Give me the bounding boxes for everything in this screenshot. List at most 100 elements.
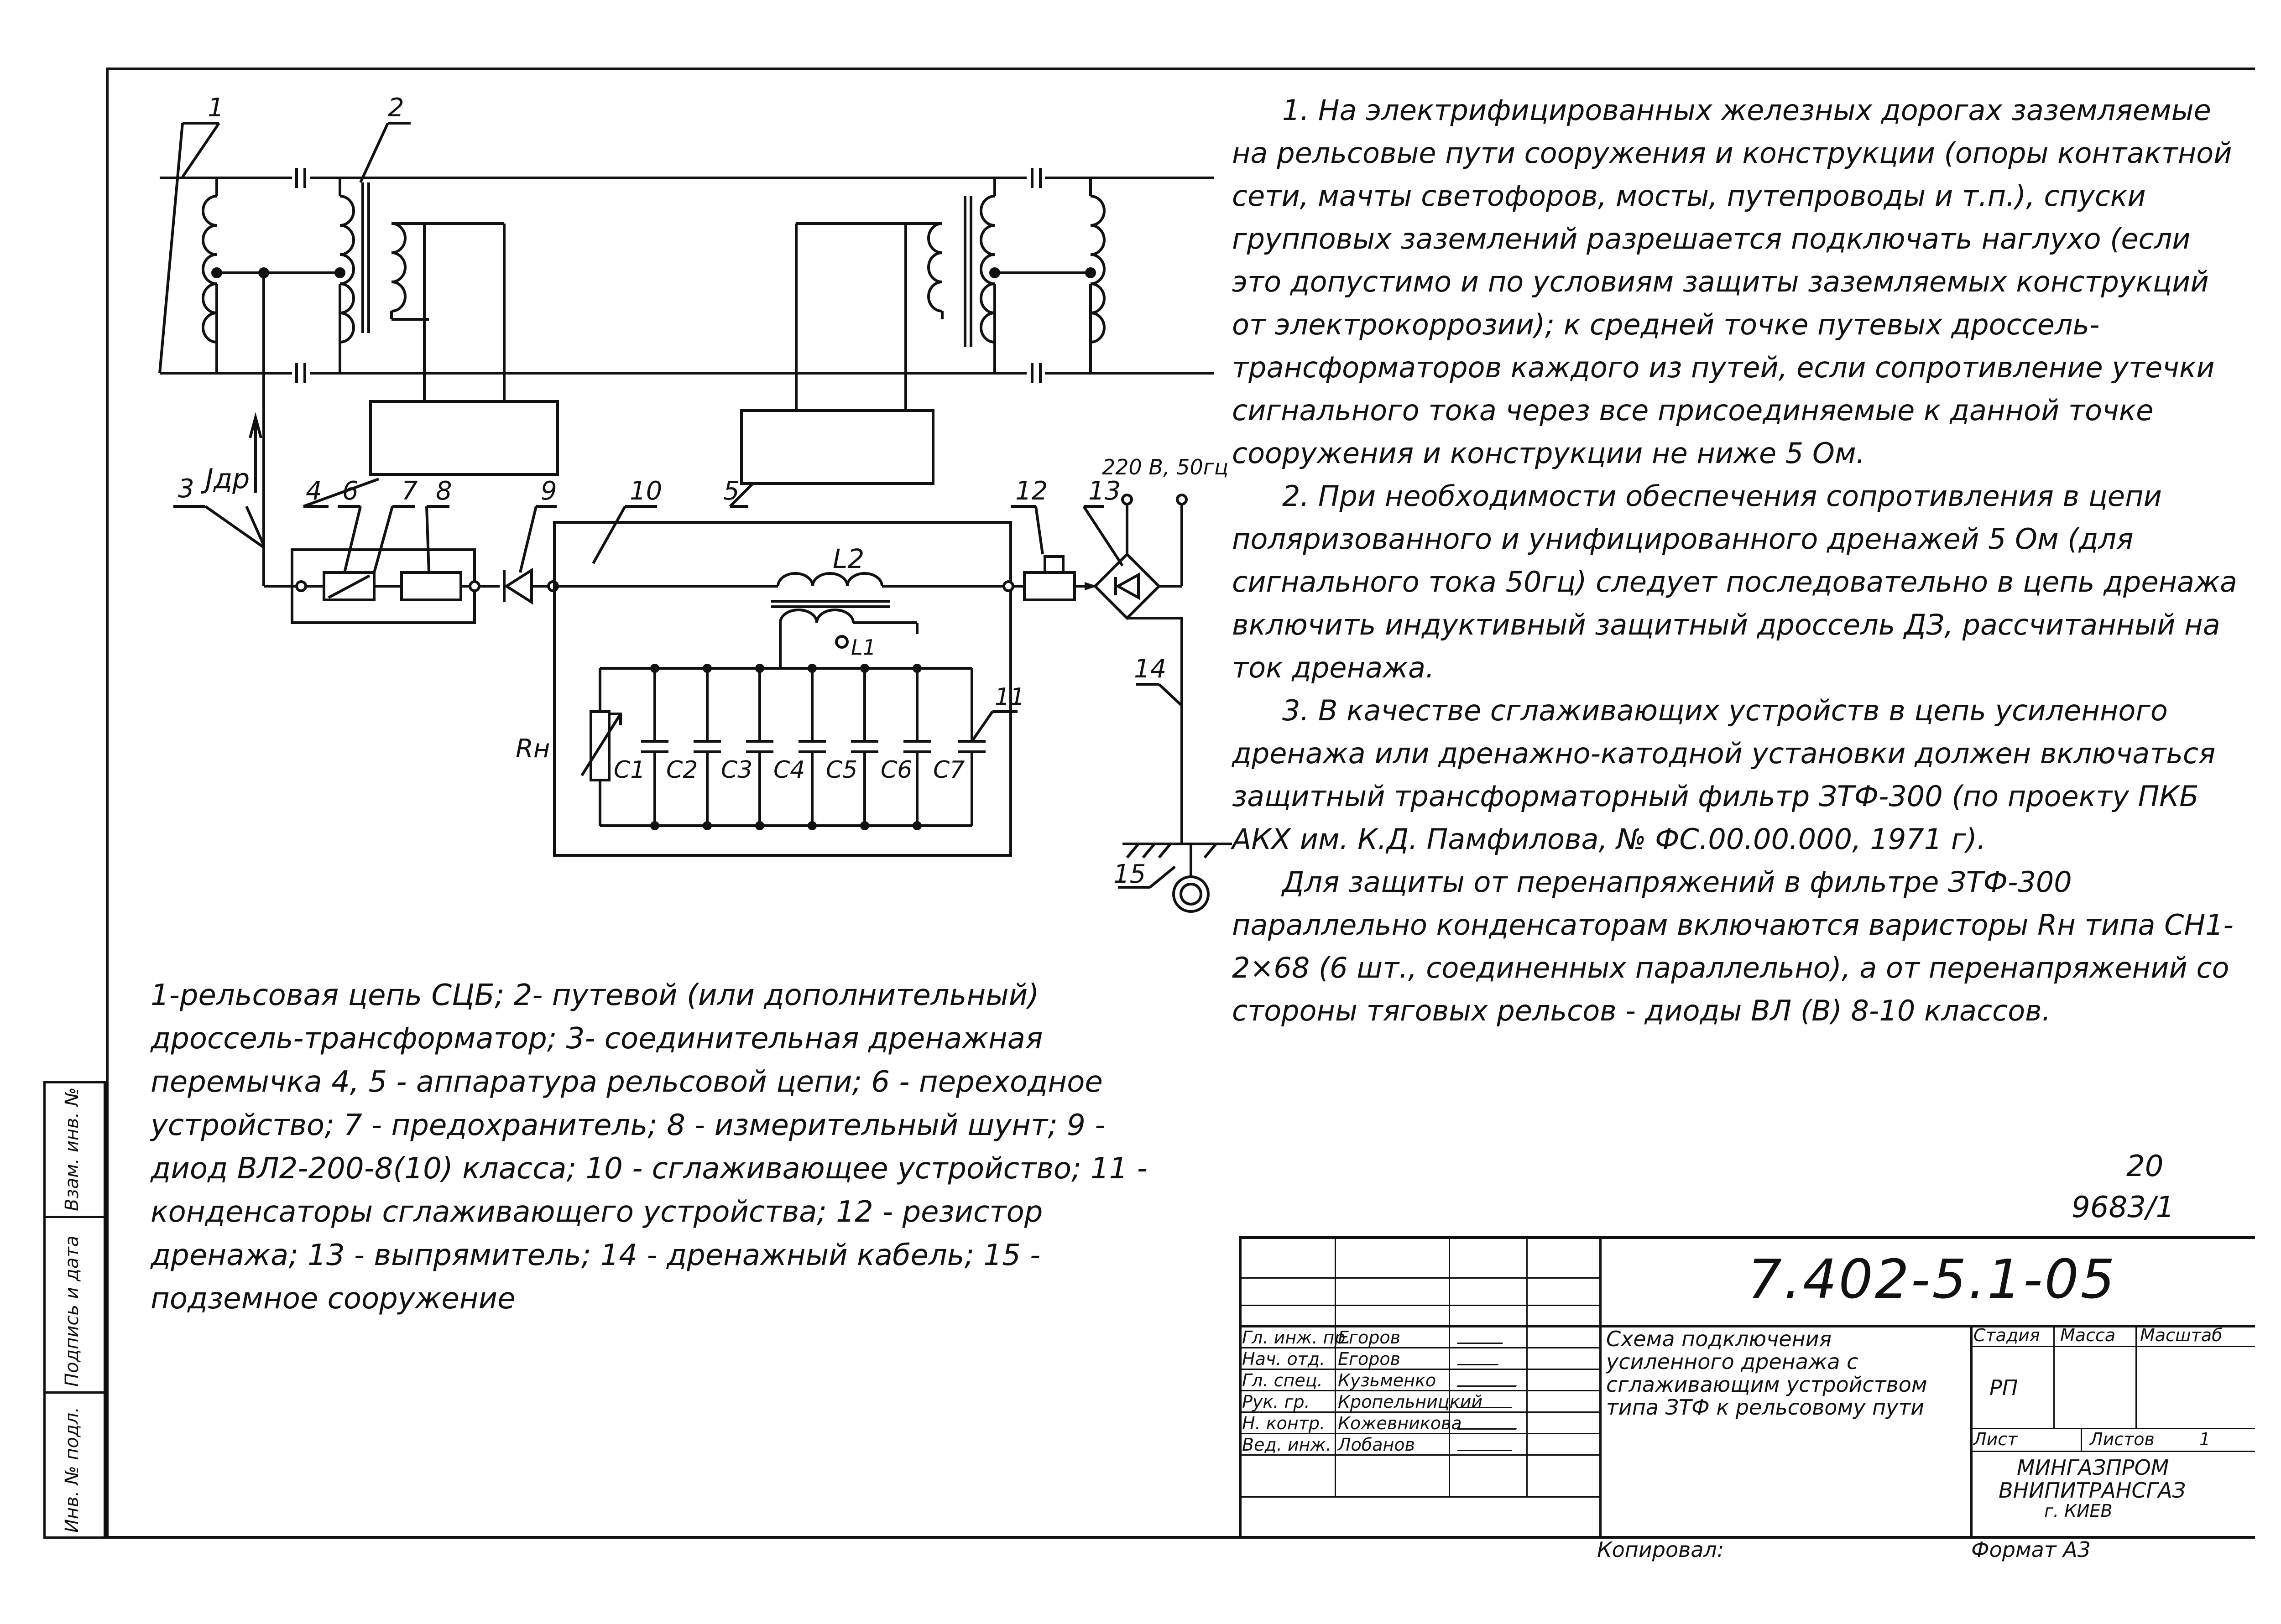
label-3: 3 [178,474,194,504]
org-institute: ВНИПИТРАНСГАЗ [1999,1478,2186,1503]
scale-label: Масштаб [2140,1325,2223,1345]
label-C2: C2 [666,756,698,784]
staff-name: Кропельницкий [1338,1392,1483,1412]
tb-line [1239,1325,2255,1327]
tb-line [1449,1236,1450,1496]
tb-line [1335,1236,1336,1496]
copied-by-label: Копировал: [1597,1537,1724,1562]
tb-line [1599,1236,1602,1539]
tb-line [1239,1347,1599,1348]
label-10: 10 [630,476,662,506]
signature-mark [1456,1351,1505,1365]
tb-line [1239,1390,1599,1391]
side-stamp-strip: Взам. инв. № Подпись и дата Инв. № подл. [43,1081,106,1539]
label-C5: C5 [826,756,857,784]
tb-line [1239,1369,1599,1370]
label-L1: L1 [851,635,876,660]
note-2: 2. При необходимости обеспечения сопроти… [1232,479,2237,684]
tb-line [1239,1305,1599,1306]
title-block-frame [1239,1236,2255,1539]
label-drain-current: Jдр [201,463,250,495]
callout-rail-circuit [158,122,220,374]
stage-label: Стадия [1973,1325,2040,1345]
tb-line [1970,1451,2255,1452]
rail-lines [160,177,1214,375]
signature-mark [1456,1394,1519,1408]
note-1: 1. На электрифицированных железных дорог… [1232,94,2232,470]
document-title: Схема подключения усиленного дренажа с с… [1606,1327,1927,1420]
label-Rn: Rн [516,734,550,764]
drainage-chain [173,273,1232,913]
staff-name: Кузьменко [1338,1370,1436,1390]
tb-line [1526,1236,1528,1496]
signature-mark [1456,1373,1523,1387]
tb-line [2053,1325,2055,1428]
note-3: 3. В качестве сглаживающих устройств в ц… [1232,694,2216,856]
stage-value: РП [1989,1375,2018,1400]
label-9: 9 [541,476,557,506]
note-4: Для защиты от перенапряжений в фильтре З… [1232,865,2234,1027]
notes-block: 1. На электрифицированных железных дорог… [1232,89,2245,1032]
label-C6: C6 [881,756,912,784]
staff-role: Нач. отд. [1242,1349,1326,1369]
label-C1: C1 [614,756,645,784]
sheet-label: Лист [1973,1429,2018,1449]
label-5: 5 [723,476,740,506]
staff-name: Кожевникова [1338,1413,1462,1433]
staff-role: Вед. инж. [1242,1435,1331,1455]
tb-line [1239,1411,1599,1413]
tb-line [1970,1325,1973,1539]
staff-name: Егоров [1338,1327,1400,1348]
tb-line [2135,1325,2137,1428]
label-7: 7 [402,476,418,506]
label-C3: C3 [721,756,752,784]
label-15: 15 [1113,859,1146,889]
label-2: 2 [388,93,404,123]
sheet-reference: 9683/1 [2072,1191,2175,1224]
org-ministry: МИНГАЗПРОМ [2017,1455,2169,1480]
capacitor-bank [641,664,986,830]
tb-line [1239,1433,1599,1434]
legend-block: 1-рельсовая цепь СЦБ; 2- путевой (или до… [151,979,1148,1316]
staff-role: Рук. гр. [1242,1392,1310,1412]
sheet-page-number: 20 [2126,1150,2164,1183]
sheets-count: 1 [2199,1429,2211,1449]
staff-name: Егоров [1338,1349,1400,1369]
tb-line [1970,1428,2255,1429]
label-6: 6 [342,476,359,506]
mass-label: Масса [2060,1325,2116,1345]
sheets-label: Листов [2090,1429,2155,1449]
document-code: 7.402-5.1-05 [1748,1248,2117,1311]
sheet-format: Формат А3 [1971,1537,2091,1562]
label-14: 14 [1134,654,1166,684]
label-supply: 220 В, 50гц [1102,455,1228,479]
side-cell-inv [43,1391,106,1539]
signature-mark [1456,1416,1523,1430]
staff-role: Н. контр. [1242,1413,1326,1433]
label-C7: C7 [933,756,965,784]
label-L2: L2 [833,543,864,574]
label-1: 1 [208,93,224,123]
tb-line [2081,1428,2082,1451]
label-13: 13 [1088,476,1121,506]
label-11: 11 [995,683,1025,711]
staff-role: Гл. инж. пр. [1242,1327,1351,1348]
diagram-labels: 1 2 3 Jдр 4 6 7 8 9 10 5 12 13 220 В, 50… [178,93,1228,889]
signature-mark [1456,1437,1519,1451]
tb-line [1239,1277,1599,1279]
label-C4: C4 [773,756,805,784]
right-choke-transformer [740,168,1106,485]
signature-mark [1456,1330,1509,1344]
staff-name: Лобанов [1338,1435,1415,1455]
left-choke-transformer [202,122,559,476]
staff-role: Гл. спец. [1242,1370,1323,1390]
label-4: 4 [306,476,322,506]
tb-line [1239,1454,1599,1456]
drawing-frame [106,68,2255,1539]
tb-line [1239,1496,1599,1498]
tb-line [1970,1346,2255,1347]
label-12: 12 [1015,476,1048,506]
label-8: 8 [436,476,452,506]
